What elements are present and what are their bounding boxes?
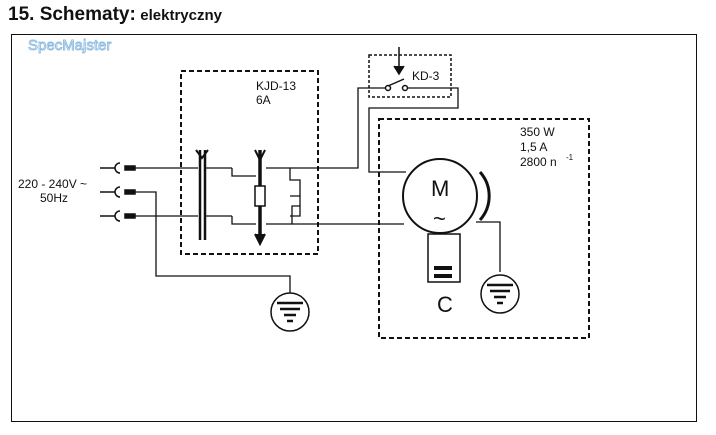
kjd-switch-box: [180, 70, 319, 255]
diagram-frame: [11, 34, 697, 422]
watermark-logo: SpecMajster: [28, 37, 111, 54]
motor-speed-exponent: -1: [566, 153, 574, 162]
motor-ac-symbol: ~: [433, 206, 446, 231]
supply-frequency-label: 50Hz: [40, 191, 68, 205]
capacitor-icon: [427, 233, 461, 283]
switch-icon: [384, 47, 409, 92]
supply-voltage-label: 220 - 240V ~: [18, 177, 87, 191]
kd-name-label: KD-3: [412, 69, 440, 83]
plug-icon: [100, 186, 136, 198]
ground-icon: [480, 274, 520, 314]
kjd-name-label: KJD-13: [256, 79, 296, 93]
page-title: 15. Schematy: elektryczny: [8, 4, 222, 26]
kjd-rating-label: 6A: [256, 93, 271, 107]
kd-switch-box: [368, 54, 452, 98]
ground-icon: [270, 292, 310, 332]
plug-icon: [100, 162, 136, 174]
title-subtitle: elektryczny: [140, 7, 222, 24]
motor-icon: [402, 158, 491, 234]
motor-power-label: 350 W: [520, 125, 555, 139]
capacitor-label: C: [437, 292, 453, 317]
switch-icon: [195, 149, 266, 247]
motor-symbol: M: [431, 176, 449, 201]
title-number: 15. Schematy:: [8, 4, 136, 25]
plug-icon: [100, 210, 136, 222]
motor-box: [378, 118, 590, 339]
motor-current-label: 1,5 A: [520, 140, 547, 154]
motor-speed-label: 2800 n: [520, 155, 557, 169]
